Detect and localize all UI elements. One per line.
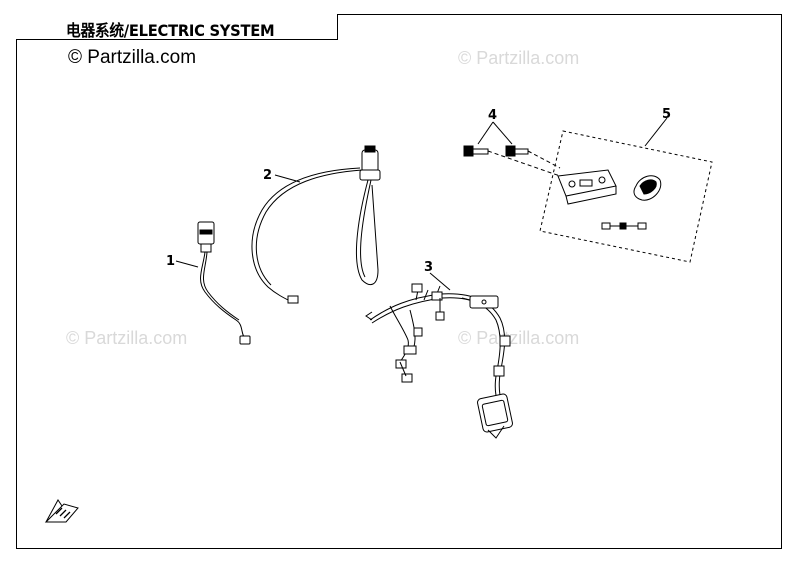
front-direction-arrow-icon [44,499,79,523]
leader-4a [477,121,494,145]
leader-1 [175,260,199,268]
part-3-main-harness[interactable] [365,283,513,439]
leader-4b [492,121,513,145]
copyright-notice: © Partzilla.com [68,47,197,68]
watermark-mid-left: © Partzilla.com [66,328,188,348]
leader-3 [429,272,451,291]
part-2-cable-switch[interactable] [251,145,381,304]
part-1-harness[interactable] [197,221,251,345]
callout-3: 3 [424,260,433,275]
watermark-mid-right: © Partzilla.com [458,328,580,348]
title-box: 电器系统/ELECTRIC SYSTEM [16,14,338,40]
callout-4: 4 [488,108,497,123]
callout-1: 1 [166,254,175,269]
diagram-frame [16,14,782,549]
leader-5 [644,117,668,147]
part-4-bolts[interactable] [463,145,561,177]
callout-2: 2 [263,168,272,183]
page-title: 电器系统/ELECTRIC SYSTEM [66,21,275,40]
part-5-receiver-kit[interactable] [539,130,713,263]
watermark-top-right: © Partzilla.com [458,48,580,68]
leader-2 [274,174,301,183]
callout-5: 5 [662,107,671,122]
